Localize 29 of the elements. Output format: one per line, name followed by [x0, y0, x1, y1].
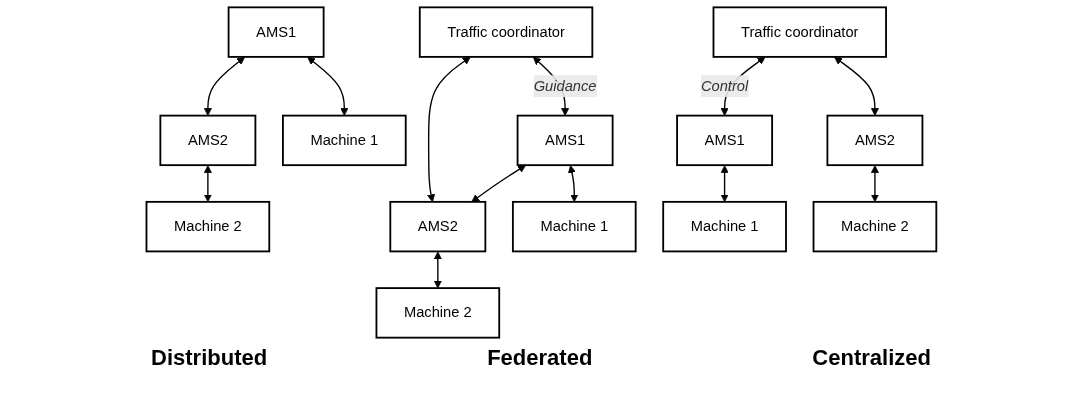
arrow	[203, 165, 212, 203]
edge-label: Control	[700, 77, 748, 94]
node-box: AMS1	[227, 6, 325, 58]
node-box: AMS1	[675, 114, 773, 167]
node-box: Machine 2	[145, 200, 270, 253]
panel-title: Federated	[487, 345, 593, 371]
node-box: Machine 1	[511, 200, 637, 253]
node-box: Machine 2	[375, 287, 500, 339]
arrow	[833, 56, 879, 116]
node-box: Machine 2	[812, 200, 937, 253]
arrow	[433, 251, 442, 289]
node-box: AMS2	[389, 200, 486, 253]
arrow	[471, 165, 526, 203]
node-box: Machine 1	[281, 114, 407, 167]
arrow	[306, 56, 348, 116]
panel-title: Centralized	[812, 345, 931, 371]
edge-label: Guidance	[533, 77, 597, 94]
node-box: AMS1	[516, 114, 614, 167]
node-box: AMS2	[826, 114, 923, 167]
arrow	[426, 56, 471, 203]
node-box: Machine 1	[661, 200, 787, 253]
node-box: Traffic coordinator	[712, 6, 887, 58]
arrow	[870, 165, 879, 203]
node-box: AMS2	[159, 114, 256, 167]
arrow	[567, 165, 578, 203]
panel-title: Distributed	[151, 345, 268, 371]
node-box: Traffic coordinator	[418, 6, 593, 58]
arrow	[203, 56, 245, 116]
arrow	[720, 165, 729, 203]
